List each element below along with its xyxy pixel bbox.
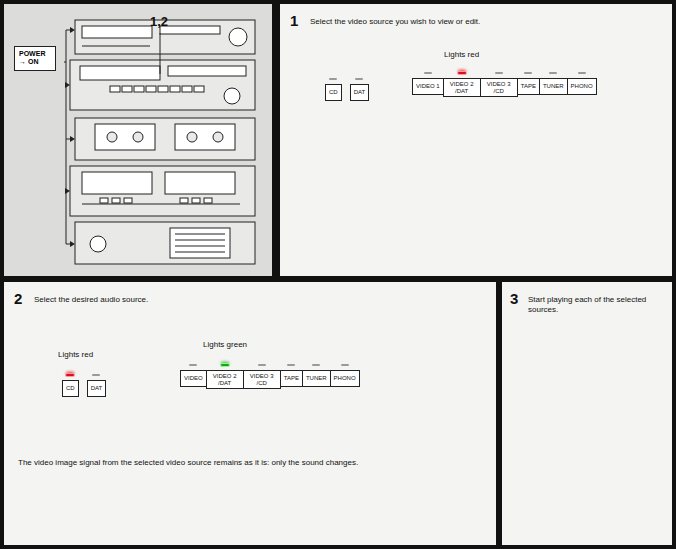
- button-row: VIDEO 1 VIDEO 2 /DAT VIDEO 3 /CD TAPE TUNER P…: [412, 70, 596, 97]
- source-button: TAPE: [280, 370, 303, 387]
- button-row: CD DAT: [325, 76, 377, 101]
- step-panel: 1 Select the video source you wish to vie…: [280, 4, 672, 276]
- step-number: 2: [14, 290, 22, 307]
- wire-arrowheads: [65, 27, 75, 247]
- button-label: VIDEO 2 /DAT: [447, 81, 477, 94]
- button-label: CD: [329, 89, 338, 96]
- source-button: VIDEO 2 /DAT: [443, 78, 481, 97]
- indicator-note: Lights green: [203, 340, 247, 349]
- source-button: VIDEO 1: [412, 78, 444, 95]
- source-button: TAPE: [517, 78, 540, 95]
- source-button: VIDEO 3 /CD: [480, 78, 518, 97]
- note-text: The video image signal from the selected…: [18, 458, 478, 468]
- step-instruction: Start playing each of the selected sourc…: [528, 295, 663, 315]
- source-button: TUNER: [302, 370, 331, 387]
- button-label: PHONO: [334, 375, 356, 382]
- source-button: PHONO: [567, 78, 597, 95]
- indicator-note: Lights red: [444, 50, 479, 59]
- button-label: VIDEO 3 /CD: [484, 81, 514, 94]
- button-label: PHONO: [571, 83, 593, 90]
- source-button: DAT: [350, 84, 370, 101]
- button-label: VIDEO: [184, 375, 203, 382]
- source-button: CD: [325, 84, 342, 101]
- power-box: POWER → ON: [14, 46, 56, 71]
- stereo-stack: [70, 20, 255, 264]
- source-button: PHONO: [330, 370, 360, 387]
- source-button: VIDEO 3 /CD: [243, 370, 281, 389]
- button-label: TUNER: [543, 83, 564, 90]
- step-instruction: Select the video source you wish to view…: [310, 17, 650, 27]
- source-button: CD: [62, 380, 79, 397]
- button-label: DAT: [91, 385, 103, 392]
- indicator-note: Lights red: [58, 350, 93, 359]
- step-instruction: Select the desired audio source.: [34, 295, 434, 305]
- callout-number: 1,2: [150, 14, 168, 29]
- box-label: POWER → ON: [19, 50, 51, 67]
- leader-line: [160, 33, 161, 74]
- button-row: CD DAT: [62, 372, 114, 397]
- source-button: DAT: [87, 380, 107, 397]
- button-label: VIDEO 1: [416, 83, 440, 90]
- step-number: 1: [290, 12, 298, 29]
- button-label: CD: [66, 385, 75, 392]
- step-panel: 3 Start playing each of the selected sour…: [502, 282, 672, 545]
- button-label: VIDEO 2 /DAT: [210, 373, 240, 386]
- step-number: 3: [510, 290, 518, 307]
- button-row: VIDEO VIDEO 2 /DAT VIDEO 3 /CD TAPE TUNER PHO…: [180, 362, 359, 389]
- panel-ground: [4, 4, 272, 276]
- source-button: VIDEO: [180, 370, 207, 387]
- button-label: TAPE: [284, 375, 299, 382]
- source-button: TUNER: [539, 78, 568, 95]
- step-panel: 2 Select the desired audio source. The vid…: [4, 282, 496, 545]
- button-label: TUNER: [306, 375, 327, 382]
- source-button: VIDEO 2 /DAT: [206, 370, 244, 389]
- button-label: VIDEO 3 /CD: [247, 373, 277, 386]
- button-label: TAPE: [521, 83, 536, 90]
- button-label: DAT: [354, 89, 366, 96]
